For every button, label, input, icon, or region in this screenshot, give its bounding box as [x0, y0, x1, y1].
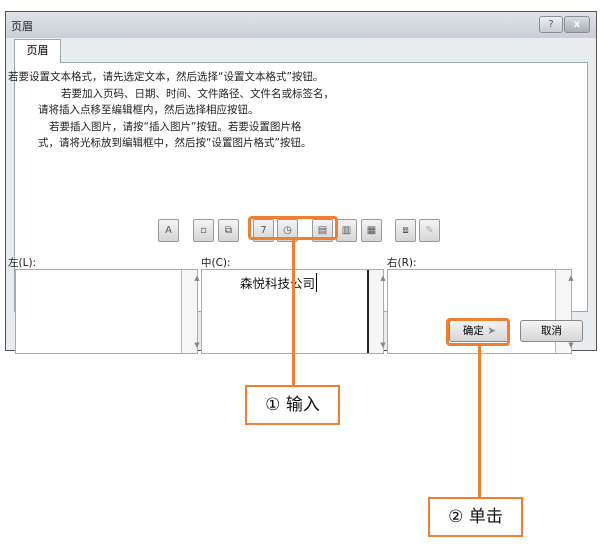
format-picture-icon[interactable]: ✎ — [419, 219, 440, 242]
center-section-value: 森悦科技公司 — [240, 273, 318, 292]
callout-line-1 — [292, 240, 295, 386]
tab-header[interactable]: 页眉 — [14, 39, 61, 63]
instruction-line: 若要设置文本格式，请先选定文本，然后选择“设置文本格式”按钮。 — [8, 71, 324, 83]
ok-label: 确定 — [462, 325, 484, 337]
instruction-line: 若要插入图片，请按“插入图片”按钮。若要设置图片格 — [49, 121, 302, 133]
input-highlight — [248, 216, 338, 240]
title-bar: 页眉 ? x — [6, 12, 596, 38]
dialog-title: 页眉 — [11, 20, 33, 33]
file-path-icon[interactable]: ▤ — [312, 219, 333, 242]
center-section-label: 中(C): — [201, 257, 231, 269]
ok-button[interactable]: 确定 ➤ — [449, 320, 510, 342]
file-name-icon[interactable]: ▥ — [336, 219, 357, 242]
header-dialog: 页眉 ? x 页眉 若要设置文本格式，请先选定文本，然后选择“设置文本格式”按钮… — [5, 11, 597, 354]
page-number-icon[interactable]: ▫ — [193, 219, 214, 242]
number-of-pages-icon[interactable]: ⧉ — [218, 219, 239, 242]
callout-step2: ② 单击 — [428, 497, 523, 537]
insert-picture-icon[interactable]: ⧈ — [395, 219, 416, 242]
left-section-label: 左(L): — [8, 257, 37, 269]
callout-line-2 — [478, 346, 481, 498]
time-icon[interactable]: ◷ — [277, 219, 298, 242]
close-button[interactable]: x — [564, 16, 590, 33]
right-section-label: 右(R): — [387, 257, 417, 269]
cursor-icon: ➤ — [487, 325, 497, 337]
date-icon[interactable]: 7 — [253, 219, 274, 242]
scrollbar[interactable]: ▲▼ — [367, 270, 386, 353]
ok-highlight — [446, 318, 510, 346]
instruction-line: 请将插入点移至编辑框内，然后选择相应按钮。 — [38, 104, 259, 116]
instruction-line: 式，请将光标放到编辑框中，然后按“设置图片格式”按钮。 — [38, 137, 312, 149]
scrollbar[interactable]: ▲▼ — [181, 270, 200, 353]
instruction-line: 若要加入页码、日期、时间、文件路径、文件名或标签名， — [61, 88, 334, 100]
sheet-name-icon[interactable]: ▦ — [361, 219, 382, 242]
tab-panel: 若要设置文本格式，请先选定文本，然后选择“设置文本格式”按钮。 若要加入页码、日… — [8, 62, 588, 354]
callout-step1: ① 输入 — [245, 385, 340, 425]
format-text-icon[interactable]: A — [158, 219, 179, 242]
help-button[interactable]: ? — [539, 16, 563, 33]
cancel-button[interactable]: 取消 — [520, 320, 583, 342]
left-section-input[interactable]: ▲▼ — [15, 269, 200, 354]
